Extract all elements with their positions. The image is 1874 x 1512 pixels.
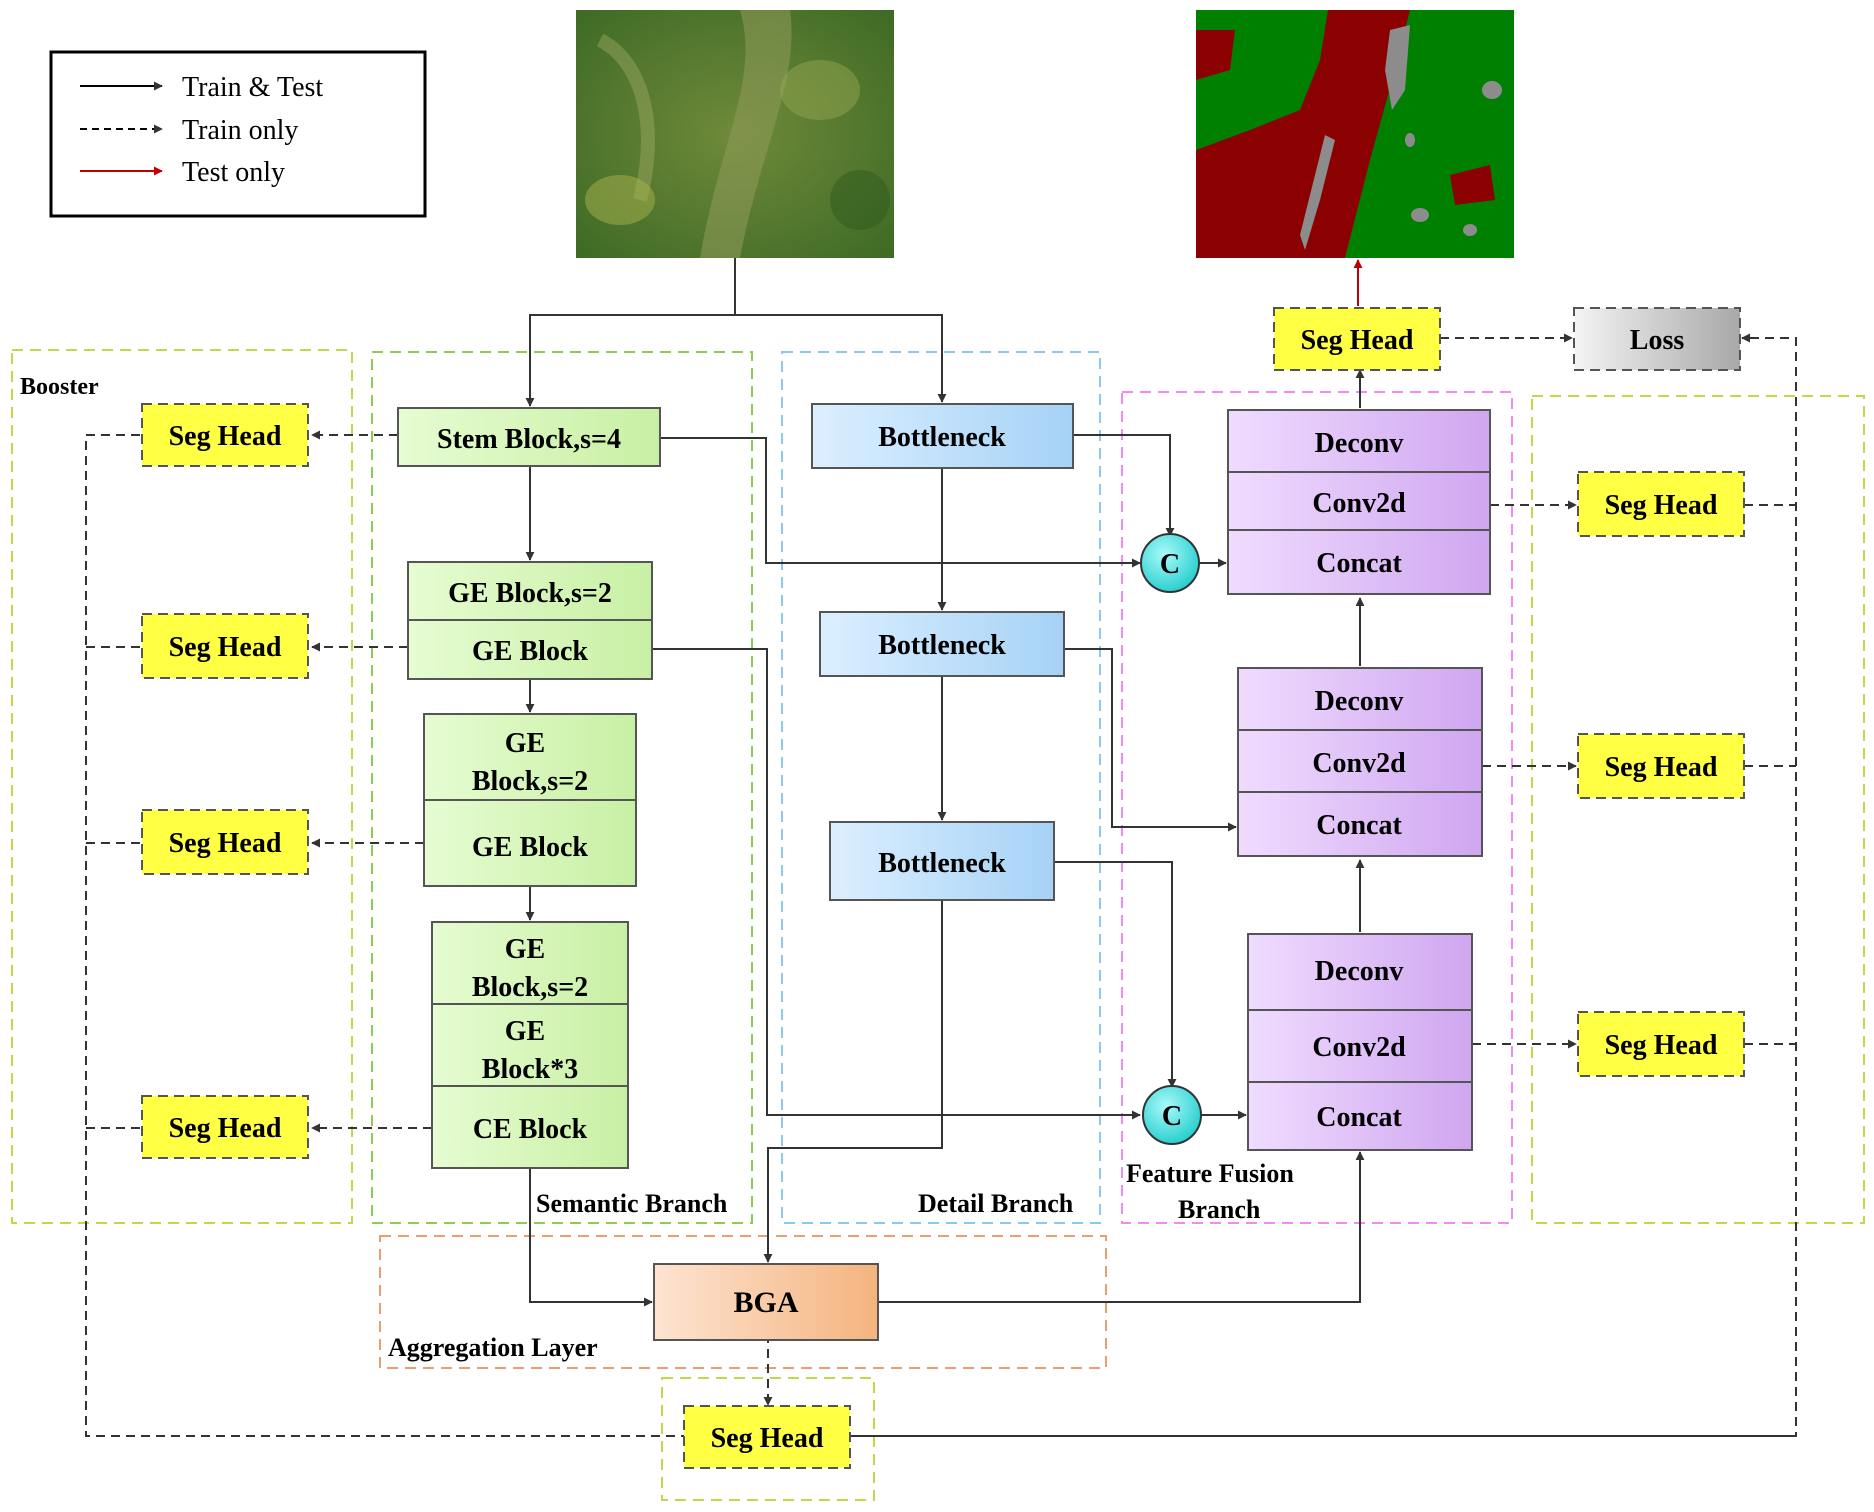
seg-head-top bbox=[1273, 307, 1441, 371]
deconv-2-label: Deconv bbox=[1315, 686, 1404, 717]
seg-head-bottom-label: Seg Head bbox=[711, 1423, 824, 1454]
ce-block bbox=[431, 1085, 629, 1169]
seg-head-fusion-1-label: Seg Head bbox=[1605, 490, 1718, 521]
seg-head-booster-4-label: Seg Head bbox=[169, 1113, 282, 1144]
seg-head-booster-3 bbox=[141, 809, 309, 875]
fusion-branch-label-line1: Feature Fusion bbox=[1126, 1159, 1294, 1188]
fusion-branch-label-line2: Branch bbox=[1178, 1195, 1261, 1224]
loss-block bbox=[1573, 307, 1741, 371]
bottleneck-2-label: Bottleneck bbox=[878, 630, 1006, 661]
output-segmentation-image bbox=[1196, 10, 1514, 258]
bga-block bbox=[653, 1263, 879, 1341]
deconv-1-label: Deconv bbox=[1315, 428, 1404, 459]
bga-label: BGA bbox=[733, 1286, 798, 1319]
concat-op-2-label: C bbox=[1162, 1101, 1182, 1132]
concat-op-1: C bbox=[1140, 533, 1200, 593]
seg-head-booster-3-label: Seg Head bbox=[169, 828, 282, 859]
bottleneck-3-label: Bottleneck bbox=[878, 848, 1006, 879]
ge-block-s2-1-label: GE Block,s=2 bbox=[448, 578, 612, 609]
booster-label: Booster bbox=[20, 374, 99, 400]
ge-block-s2-2-label-line1: GE bbox=[505, 728, 545, 759]
legend-test-only: Test only bbox=[182, 157, 285, 188]
seg-head-fusion-3-label: Seg Head bbox=[1605, 1030, 1718, 1061]
concat-1-label: Concat bbox=[1316, 548, 1402, 579]
ge-block-2-label: GE Block bbox=[472, 832, 588, 863]
booster-region bbox=[11, 349, 353, 1224]
ge-block-x3-label-line1: GE bbox=[505, 1016, 545, 1047]
deconv-2 bbox=[1237, 667, 1483, 731]
concat-op-1-label: C bbox=[1160, 549, 1180, 580]
conv2d-2-label: Conv2d bbox=[1312, 748, 1406, 779]
seg-head-booster-2 bbox=[141, 613, 309, 679]
semantic-branch-region bbox=[371, 351, 753, 1224]
fusion-branch-region bbox=[1121, 391, 1513, 1224]
seg-head-fusion-1 bbox=[1577, 471, 1745, 537]
input-image bbox=[576, 10, 894, 258]
seg-head-fusion-2 bbox=[1577, 733, 1745, 799]
deconv-1 bbox=[1227, 409, 1491, 473]
concat-2 bbox=[1237, 791, 1483, 857]
seg-heads bbox=[141, 307, 1745, 1469]
bottleneck-2 bbox=[819, 611, 1065, 677]
seg-head-fusion-3 bbox=[1577, 1011, 1745, 1077]
conv2d-3 bbox=[1247, 1009, 1473, 1083]
concat-op-2: C bbox=[1142, 1085, 1202, 1145]
ge-block-1 bbox=[407, 619, 653, 680]
concat-2-label: Concat bbox=[1316, 810, 1402, 841]
ge-block-s2-3 bbox=[431, 921, 629, 1005]
ge-block-1-label: GE Block bbox=[472, 636, 588, 667]
seg-head-booster-2-label: Seg Head bbox=[169, 632, 282, 663]
conv2d-1 bbox=[1227, 471, 1491, 531]
conv2d-2 bbox=[1237, 729, 1483, 793]
concat-3-label: Concat bbox=[1316, 1102, 1402, 1133]
stem-block-label: Stem Block,s=4 bbox=[437, 424, 621, 455]
concat-3 bbox=[1247, 1081, 1473, 1151]
stem-block bbox=[397, 407, 661, 467]
bottom-seghead-region bbox=[661, 1377, 875, 1501]
legend: Train & Test Train only Test only bbox=[49, 50, 427, 218]
ge-block-2 bbox=[423, 799, 637, 887]
deconv-3-label: Deconv bbox=[1315, 956, 1404, 987]
dashed-connectors bbox=[85, 333, 1797, 1437]
detail-branch-label: Detail Branch bbox=[918, 1189, 1074, 1218]
bottleneck-1-label: Bottleneck bbox=[878, 422, 1006, 453]
seg-head-fusion-2-label: Seg Head bbox=[1605, 752, 1718, 783]
ge-block-s2-2 bbox=[423, 713, 637, 801]
legend-train-test: Train & Test bbox=[182, 72, 323, 103]
aggregation-layer-label: Aggregation Layer bbox=[388, 1333, 598, 1362]
ge-block-x3 bbox=[431, 1003, 629, 1087]
semantic-branch bbox=[397, 407, 661, 1169]
seg-head-booster-1 bbox=[141, 403, 309, 467]
fusion-branch bbox=[1227, 409, 1491, 1151]
detail-branch bbox=[811, 403, 1074, 901]
ge-block-s2-3-label-line1: GE bbox=[505, 934, 545, 965]
loss-label: Loss bbox=[1630, 325, 1685, 356]
conv2d-1-label: Conv2d bbox=[1312, 488, 1406, 519]
bottleneck-1 bbox=[811, 403, 1074, 469]
seg-head-top-label: Seg Head bbox=[1301, 325, 1414, 356]
semantic-branch-label: Semantic Branch bbox=[536, 1189, 728, 1218]
ge-block-s2-3-label-line2: Block,s=2 bbox=[472, 972, 588, 1003]
seg-head-booster-4 bbox=[141, 1095, 309, 1159]
legend-train-only: Train only bbox=[182, 115, 298, 146]
bottleneck-3 bbox=[829, 821, 1055, 901]
deconv-3 bbox=[1247, 933, 1473, 1011]
solid-connectors bbox=[525, 258, 1365, 1307]
ce-block-label: CE Block bbox=[473, 1114, 588, 1145]
ge-block-s2-2-label-line2: Block,s=2 bbox=[472, 766, 588, 797]
seg-head-booster-1-label: Seg Head bbox=[169, 421, 282, 452]
conv2d-3-label: Conv2d bbox=[1312, 1032, 1406, 1063]
ge-block-x3-label-line2: Block*3 bbox=[482, 1054, 578, 1085]
seg-head-bottom bbox=[683, 1405, 851, 1469]
right-seghead-region bbox=[1531, 395, 1865, 1224]
concat-1 bbox=[1227, 529, 1491, 595]
